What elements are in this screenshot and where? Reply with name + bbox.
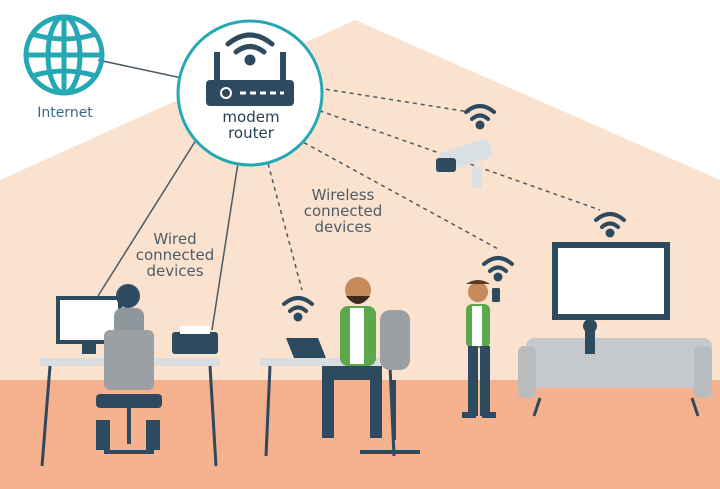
router-icon: [176, 19, 324, 167]
tv-icon: [552, 242, 670, 320]
wired-line-desktop: [97, 139, 197, 297]
wireless-label-line-2: connected: [303, 201, 383, 220]
sofa: [518, 338, 712, 417]
router-label-line-2: router: [228, 123, 274, 142]
standing-person: [462, 280, 496, 418]
internet-connection-line: [97, 59, 183, 79]
wireless-line-camera: [317, 87, 471, 113]
printer-icon: [172, 326, 218, 354]
sofa-person: [583, 319, 597, 354]
wireless-label-line-3: devices: [314, 217, 372, 236]
wired-line-printer: [211, 149, 241, 331]
globe-icon: [23, 14, 105, 96]
router-label: modem router: [196, 108, 306, 142]
wireless-line-laptop: [265, 155, 303, 291]
laptop-wifi-icon: [282, 296, 314, 322]
wired-devices-label: Wired connected devices: [120, 230, 230, 280]
phone-wifi-icon: [482, 256, 514, 282]
wired-label-line-1: Wired: [153, 230, 197, 248]
router-wifi-icon: [225, 32, 275, 66]
seated-person-desktop: [96, 284, 162, 454]
internet-label: Internet: [37, 105, 93, 121]
tv-wifi-icon: [594, 212, 626, 238]
wired-label-line-2: connected: [135, 245, 215, 264]
security-camera-icon: [436, 138, 493, 188]
camera-wifi-icon: [464, 104, 496, 130]
smartphone-icon: [492, 288, 500, 302]
wireless-label-line-1: Wireless: [311, 186, 375, 204]
seated-person-laptop: [322, 277, 420, 454]
laptop-icon: [286, 338, 326, 358]
router-label-line-1: modem: [222, 108, 280, 126]
wireless-devices-label: Wireless connected devices: [288, 186, 398, 236]
wired-label-line-3: devices: [146, 261, 204, 280]
